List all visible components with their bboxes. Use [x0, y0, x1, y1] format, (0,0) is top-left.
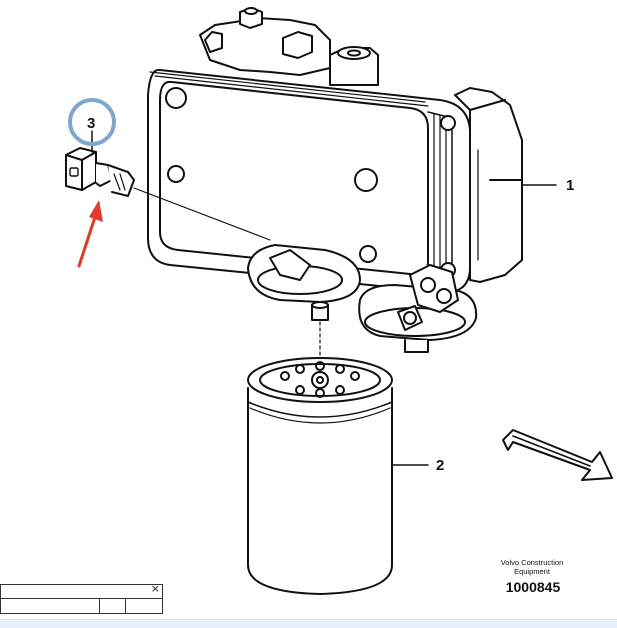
close-icon[interactable]: ×: [150, 582, 160, 595]
highlight-circle: [68, 98, 116, 146]
direction-arrow: [502, 429, 613, 481]
oil-cooler-assembly: [147, 7, 557, 294]
callout-2-label: 2: [436, 457, 444, 474]
oil-filter: [247, 357, 429, 595]
sensor: [65, 130, 271, 241]
part-number: 1000845: [506, 579, 561, 595]
brand-line-1: Volvo Construction: [501, 558, 564, 567]
bottom-bar: [0, 619, 617, 628]
mini-table-row: [1, 599, 162, 614]
callout-1-label: 1: [566, 177, 574, 194]
cell-divider: [99, 599, 100, 614]
mini-table-widget: ×: [0, 582, 163, 614]
pointer-arrow: [77, 200, 103, 268]
filter-head: [247, 244, 478, 379]
brand-line-2: Equipment: [514, 567, 551, 576]
cell-divider: [125, 599, 126, 614]
mini-table-header: ×: [1, 582, 162, 599]
callout-3-label: 3: [87, 115, 95, 132]
